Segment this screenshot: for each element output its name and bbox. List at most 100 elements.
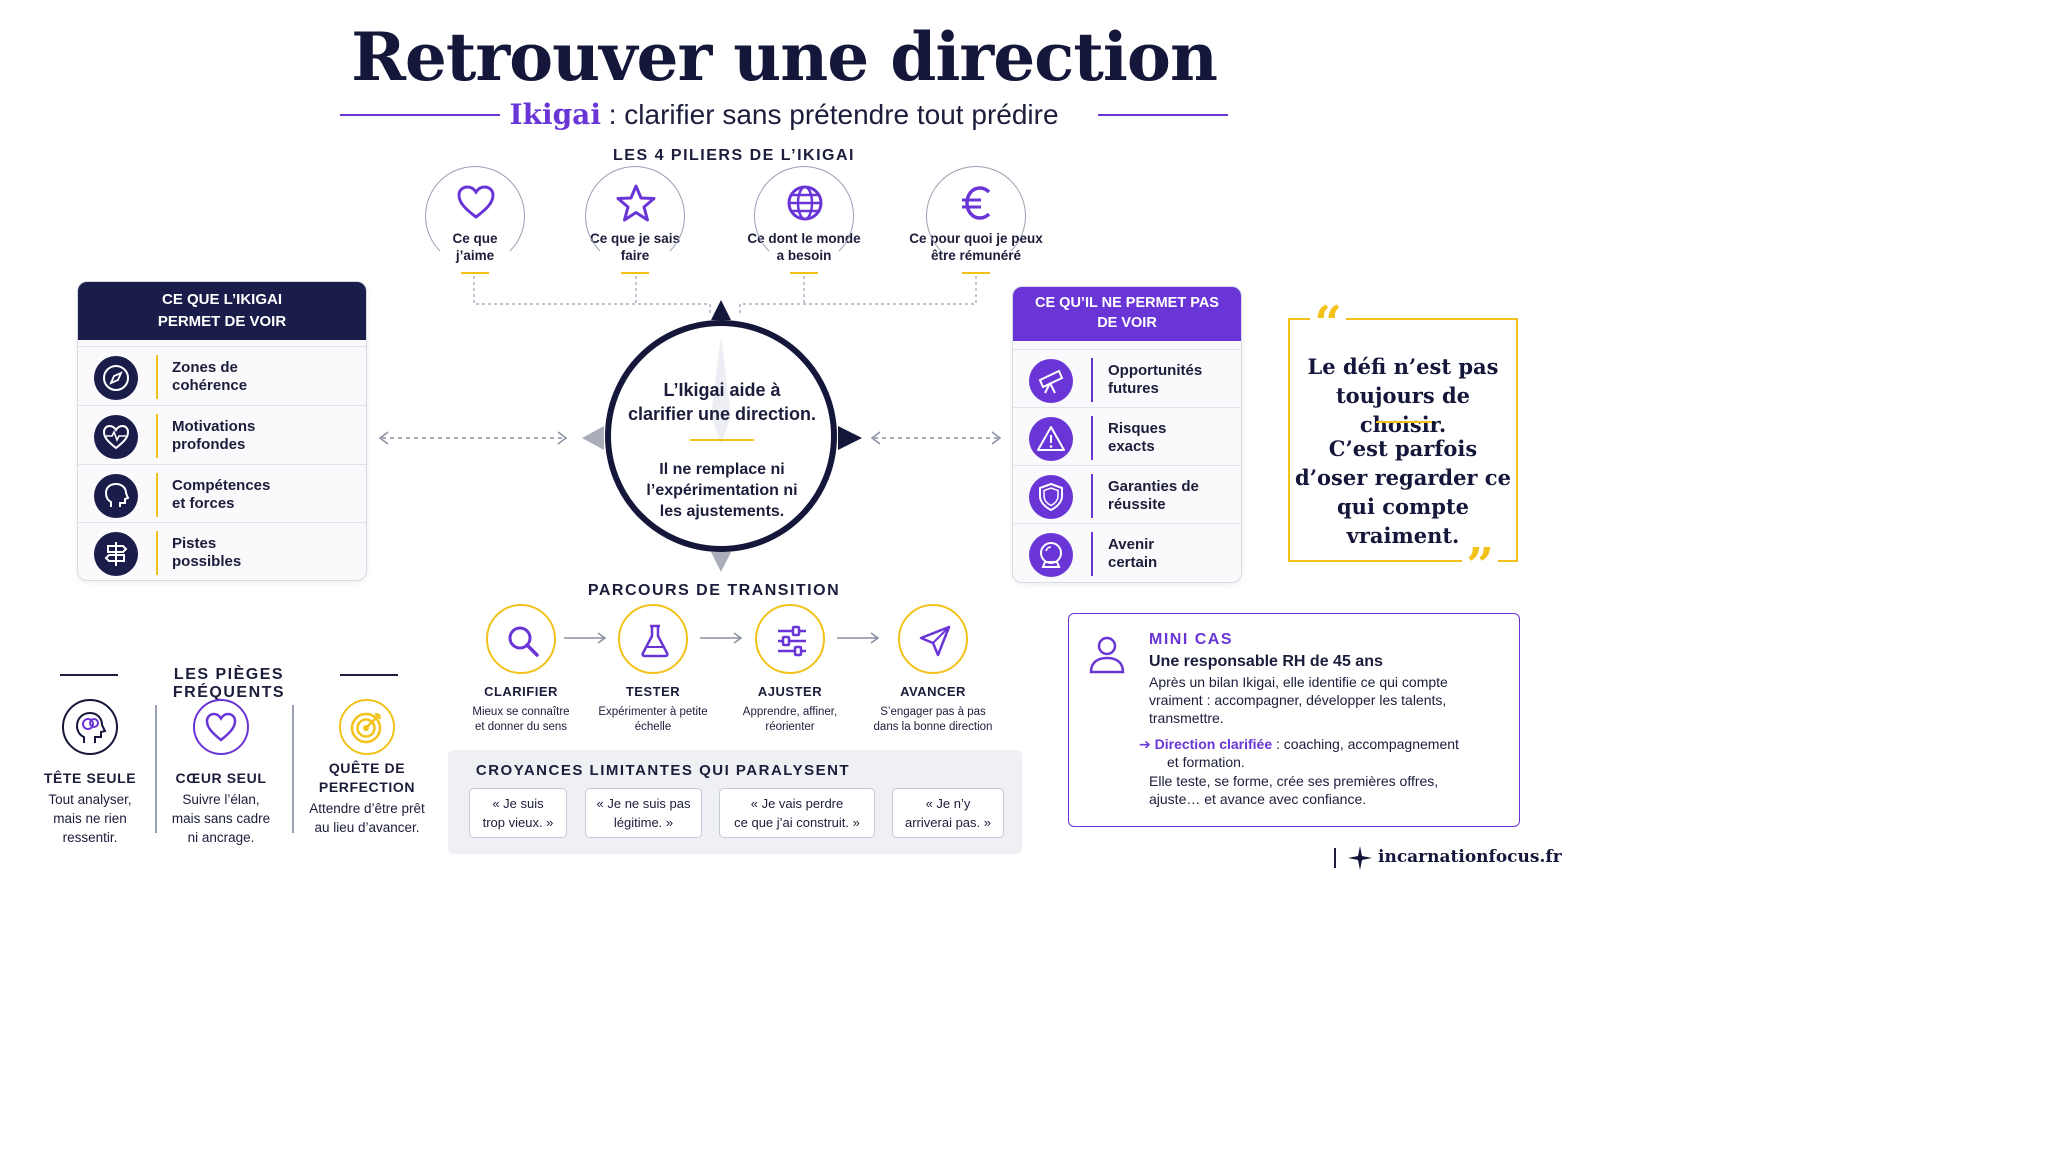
item-divider bbox=[156, 414, 158, 458]
head-icon bbox=[94, 474, 138, 518]
pitfall-divider bbox=[292, 705, 294, 833]
step-desc: Expérimenter à petite bbox=[598, 706, 708, 718]
arrow-right-icon: ➔ bbox=[1139, 736, 1151, 752]
center-main-text: L’Ikigai aide à clarifier une direction. bbox=[606, 378, 838, 426]
step-desc: réorienter bbox=[765, 721, 815, 733]
item-label: et forces bbox=[172, 495, 235, 512]
send-icon bbox=[919, 625, 951, 657]
page-title: Retrouver une direction bbox=[351, 18, 1218, 96]
pitfall-name: TÊTE SEULE bbox=[43, 770, 137, 786]
item-label: Avenir bbox=[1108, 536, 1155, 553]
pillar-underline bbox=[790, 272, 818, 274]
pitfall-divider bbox=[155, 705, 157, 833]
footer-brand: incarnationfocus.fr bbox=[1378, 847, 1562, 867]
pillar-arc bbox=[926, 166, 1026, 266]
belief-text: ce que j’ai construit. » bbox=[734, 815, 860, 830]
step-desc: S’engager pas à pas bbox=[880, 706, 986, 718]
step-circle bbox=[755, 604, 825, 674]
mini-cas-label: MINI CAS bbox=[1149, 631, 1233, 648]
step-circle bbox=[486, 604, 556, 674]
belief-text: légitime. » bbox=[613, 815, 674, 830]
pitfall-desc: ressentir. bbox=[62, 830, 118, 845]
mini-cas-title: Une responsable RH de 45 ans bbox=[1149, 653, 1383, 670]
shield-icon bbox=[1029, 475, 1073, 519]
item-label: Opportunités bbox=[1108, 362, 1203, 379]
left-double-arrow bbox=[378, 431, 568, 445]
center-line: L’Ikigai aide à bbox=[663, 380, 781, 400]
item-label: Pistes bbox=[172, 535, 217, 552]
mini-cas-line: transmettre. bbox=[1149, 710, 1224, 726]
center-line: Il ne remplace ni bbox=[659, 461, 785, 478]
quote-line: C’est parfois bbox=[1328, 436, 1478, 461]
mini-cas-line: : coaching, accompagnement bbox=[1272, 736, 1459, 752]
subtitle-rule-right bbox=[1098, 114, 1228, 116]
compass-ring bbox=[605, 320, 837, 552]
belief-text: « Je ne suis pas bbox=[596, 796, 691, 811]
mini-cas-highlight-label: Direction clarifiée bbox=[1154, 736, 1273, 752]
pillars-heading: LES 4 PILIERS DE L’IKIGAI bbox=[613, 147, 855, 164]
belief-text: « Je n’y bbox=[925, 796, 971, 811]
crystal-ball-icon bbox=[1029, 533, 1073, 577]
item-label: possibles bbox=[172, 553, 242, 570]
step-desc: et donner du sens bbox=[474, 721, 568, 733]
step-name: AVANCER bbox=[900, 684, 966, 699]
open-quote-mark: “ bbox=[1310, 300, 1346, 348]
globe-icon bbox=[787, 185, 823, 221]
step-circle bbox=[898, 604, 968, 674]
pillar-underline bbox=[962, 272, 990, 274]
pitfall-desc: mais sans cadre bbox=[171, 811, 271, 826]
flask-icon bbox=[641, 624, 669, 658]
subtitle-keyword: Ikigai bbox=[509, 98, 601, 131]
item-label: Risques bbox=[1108, 420, 1167, 437]
search-icon bbox=[508, 626, 539, 657]
sliders-icon bbox=[778, 625, 806, 657]
target-icon bbox=[339, 699, 395, 755]
item-label: certain bbox=[1108, 554, 1158, 571]
left-panel-title: CE QUE L’IKIGAI bbox=[161, 291, 282, 308]
pitfall-name: QUÊTE DE bbox=[328, 760, 406, 776]
center-divider bbox=[690, 439, 754, 441]
quote-line: Le défi n’est pas bbox=[1307, 354, 1499, 379]
item-label: Compétences bbox=[172, 477, 271, 494]
center-line: clarifier une direction. bbox=[627, 404, 817, 424]
quote-text: C’est parfois d’oser regarder ce qui com… bbox=[1290, 434, 1516, 550]
beliefs-heading: CROYANCES LIMITANTES QUI PARALYSENT bbox=[475, 762, 851, 779]
star-icon bbox=[616, 184, 656, 222]
item-divider bbox=[1091, 416, 1093, 460]
right-panel: CE QU’IL NE PERMET PAS DE VOIR Opportuni… bbox=[1012, 286, 1242, 583]
center-sub-text: Il ne remplace ni l’expérimentation ni l… bbox=[606, 459, 838, 522]
footer-divider bbox=[1334, 848, 1336, 868]
mini-cas-paragraph: Après un bilan Ikigai, elle identifie ce… bbox=[1149, 673, 1515, 727]
item-label: cohérence bbox=[172, 377, 248, 394]
item-label: réussite bbox=[1108, 496, 1166, 513]
mini-cas-paragraph: Elle teste, se forme, crée ses premières… bbox=[1149, 772, 1515, 808]
item-divider bbox=[156, 531, 158, 575]
quote-text: Le défi n’est pas toujours de choisir. bbox=[1290, 352, 1516, 439]
quote-box: “ Le défi n’est pas toujours de choisir.… bbox=[1288, 300, 1518, 590]
pillar-arc bbox=[425, 166, 525, 266]
transition-heading: PARCOURS DE TRANSITION bbox=[587, 582, 841, 599]
item-label: futures bbox=[1108, 380, 1159, 397]
mini-cas-line: vraiment : accompagner, développer les t… bbox=[1149, 692, 1447, 708]
belief-text: trop vieux. » bbox=[482, 815, 554, 830]
step-desc: Mieux se connaître bbox=[472, 706, 570, 718]
pitfalls-heading: LES PIÈGES FRÉQUENTS bbox=[172, 666, 286, 701]
right-panel-header: CE QU’IL NE PERMET PAS DE VOIR bbox=[1013, 287, 1241, 341]
